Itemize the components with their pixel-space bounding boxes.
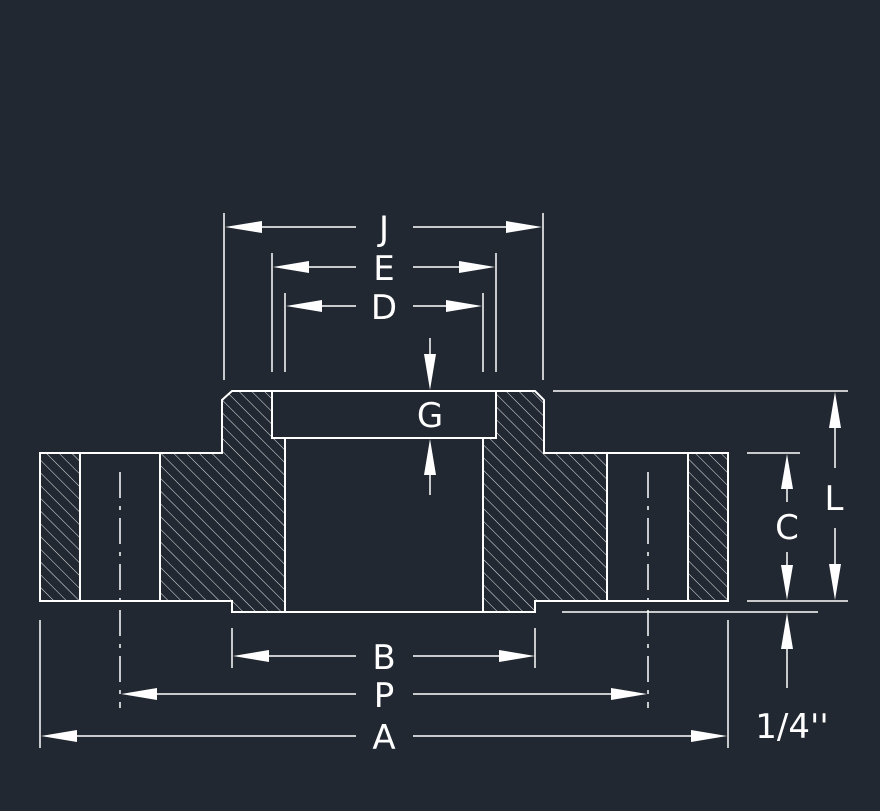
- label-d: D: [371, 288, 397, 328]
- arrowhead: [446, 300, 482, 312]
- arrowhead: [781, 613, 793, 649]
- arrowhead: [781, 454, 793, 489]
- arrowhead: [611, 688, 647, 700]
- dimension-l: L: [825, 392, 844, 600]
- arrowhead: [273, 261, 309, 273]
- dimension-j: J: [225, 209, 542, 249]
- dimension-e: E: [273, 249, 495, 289]
- dimension-c: C: [775, 454, 799, 600]
- arrowhead: [829, 392, 841, 428]
- dimension-d: D: [286, 288, 482, 328]
- dimension-p: P: [121, 676, 647, 716]
- arrowhead: [225, 221, 262, 233]
- hatch-left-body: [160, 391, 285, 612]
- arrowhead: [41, 730, 77, 742]
- label-a: A: [372, 718, 395, 758]
- arrowhead: [233, 650, 269, 662]
- arrowhead: [506, 221, 542, 233]
- arrowhead: [829, 564, 841, 600]
- hatch-right-outer: [688, 453, 728, 601]
- arrowhead: [286, 300, 322, 312]
- extension-lines: [39, 213, 848, 748]
- label-e: E: [373, 249, 394, 289]
- label-j: J: [377, 209, 389, 249]
- arrowhead: [424, 439, 436, 475]
- arrowhead: [424, 354, 436, 390]
- arrowhead: [121, 688, 157, 700]
- arrowhead: [459, 261, 495, 273]
- center-lines: [119, 472, 649, 708]
- flange-outline: [39, 390, 729, 613]
- label-raised-face: 1/4'': [755, 707, 828, 747]
- dimension-raised-face: 1/4'': [755, 613, 829, 747]
- arrowhead: [499, 650, 535, 662]
- counterbore: [271, 390, 497, 439]
- label-l: L: [825, 479, 844, 519]
- outer-profile: [39, 390, 729, 613]
- label-g: G: [417, 396, 443, 436]
- hatched-sections: [40, 391, 728, 612]
- dimension-b: B: [233, 638, 535, 678]
- hatch-left-outer: [40, 453, 80, 601]
- arrowhead: [781, 565, 793, 600]
- arrowhead: [691, 730, 727, 742]
- label-b: B: [372, 638, 395, 678]
- dimension-a: A: [41, 718, 727, 758]
- dimension-g: G: [417, 338, 443, 495]
- hatch-right-body: [483, 391, 607, 612]
- label-c: C: [775, 508, 799, 548]
- label-p: P: [374, 676, 395, 716]
